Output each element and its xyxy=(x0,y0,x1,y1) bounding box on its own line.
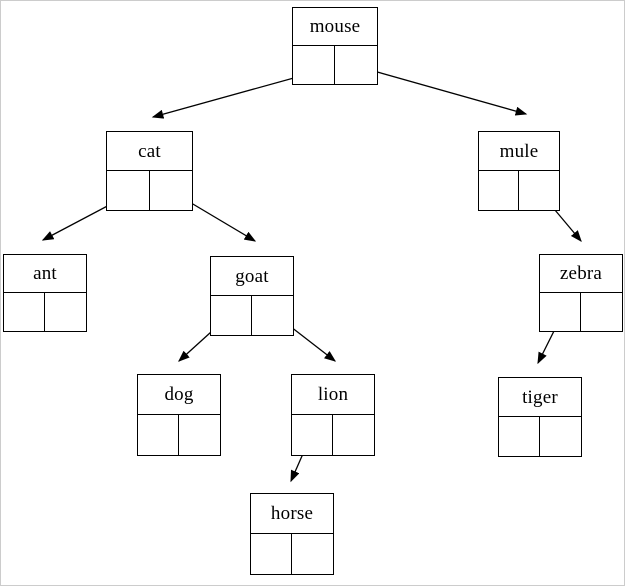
node-pointer-cells-mule xyxy=(479,171,559,210)
node-right-pointer-cat[interactable] xyxy=(150,171,193,210)
node-left-pointer-ant[interactable] xyxy=(4,293,45,331)
tree-node-goat[interactable]: goat xyxy=(210,256,294,336)
node-label-mouse: mouse xyxy=(293,8,377,46)
node-pointer-cells-ant xyxy=(4,293,86,331)
node-right-pointer-tiger[interactable] xyxy=(540,417,581,456)
tree-node-zebra[interactable]: zebra xyxy=(539,254,623,332)
node-pointer-cells-zebra xyxy=(540,293,622,331)
node-label-zebra: zebra xyxy=(540,255,622,293)
node-left-pointer-lion[interactable] xyxy=(292,415,333,455)
node-right-pointer-zebra[interactable] xyxy=(581,293,622,331)
node-label-cat: cat xyxy=(107,132,192,171)
node-left-pointer-tiger[interactable] xyxy=(499,417,540,456)
node-left-pointer-zebra[interactable] xyxy=(540,293,581,331)
node-left-pointer-mouse[interactable] xyxy=(293,46,335,84)
edge-mouse-left-to-cat xyxy=(151,70,320,119)
node-left-pointer-dog[interactable] xyxy=(138,415,179,455)
node-pointer-cells-horse xyxy=(251,534,333,574)
node-label-lion: lion xyxy=(292,375,374,415)
node-right-pointer-goat[interactable] xyxy=(252,296,293,335)
node-right-pointer-lion[interactable] xyxy=(333,415,374,455)
tree-node-lion[interactable]: lion xyxy=(291,374,375,456)
tree-node-mule[interactable]: mule xyxy=(478,131,560,211)
node-label-goat: goat xyxy=(211,257,293,296)
tree-node-tiger[interactable]: tiger xyxy=(498,377,582,457)
node-right-pointer-mule[interactable] xyxy=(519,171,559,210)
node-right-pointer-mouse[interactable] xyxy=(335,46,377,84)
node-right-pointer-horse[interactable] xyxy=(292,534,333,574)
node-label-horse: horse xyxy=(251,494,333,534)
node-pointer-cells-tiger xyxy=(499,417,581,456)
node-label-tiger: tiger xyxy=(499,378,581,417)
node-left-pointer-horse[interactable] xyxy=(251,534,292,574)
node-pointer-cells-mouse xyxy=(293,46,377,84)
tree-node-cat[interactable]: cat xyxy=(106,131,193,211)
node-label-dog: dog xyxy=(138,375,220,415)
edge-mouse-right-to-mule xyxy=(355,65,528,116)
node-label-ant: ant xyxy=(4,255,86,293)
tree-node-dog[interactable]: dog xyxy=(137,374,221,456)
node-pointer-cells-goat xyxy=(211,296,293,335)
node-left-pointer-cat[interactable] xyxy=(107,171,150,210)
node-pointer-cells-lion xyxy=(292,415,374,455)
node-right-pointer-dog[interactable] xyxy=(179,415,220,455)
node-right-pointer-ant[interactable] xyxy=(45,293,86,331)
node-pointer-cells-dog xyxy=(138,415,220,455)
node-label-mule: mule xyxy=(479,132,559,171)
node-left-pointer-goat[interactable] xyxy=(211,296,252,335)
tree-node-mouse[interactable]: mouse xyxy=(292,7,378,85)
node-left-pointer-mule[interactable] xyxy=(479,171,519,210)
node-pointer-cells-cat xyxy=(107,171,192,210)
tree-node-horse[interactable]: horse xyxy=(250,493,334,575)
tree-node-ant[interactable]: ant xyxy=(3,254,87,332)
